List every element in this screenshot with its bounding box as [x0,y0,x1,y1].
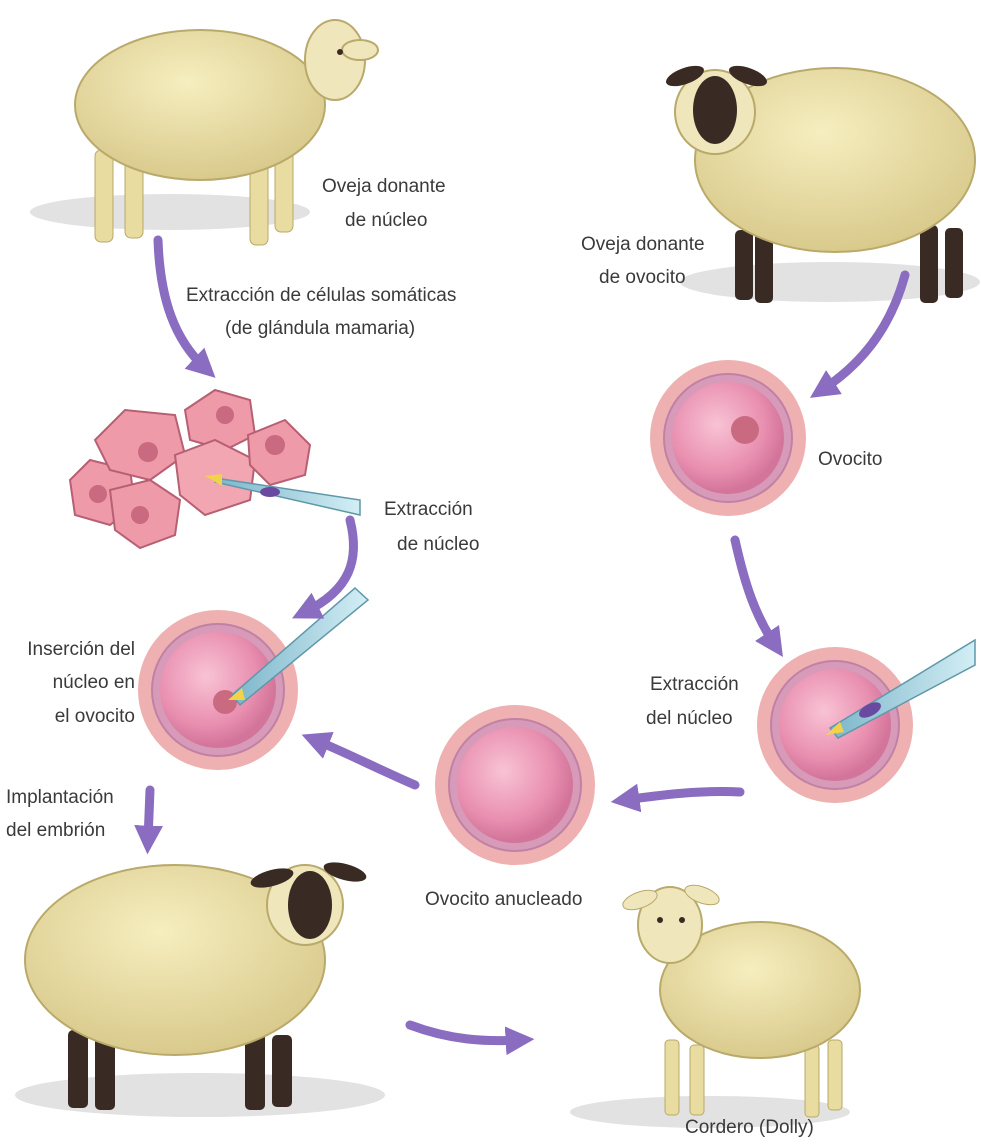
arrow-extraction-to-enucleated [625,792,740,800]
label-lamb: Cordero (Dolly) [685,1117,814,1138]
arrow-surrogate-to-lamb [410,1025,520,1041]
oocyte-donor-cell [650,360,806,516]
arrow-enucleated-to-insertion [315,740,415,785]
lamb-dolly [570,881,860,1128]
oocyte-extraction [757,640,975,803]
label-insertion-line2: núcleo en [53,672,135,693]
label-insertion-line3: el ovocito [55,706,135,727]
arrow-oocyte-to-extraction [735,540,775,645]
label-implantation-line1: Implantación [6,787,114,808]
label-implantation-line2: del embrión [6,820,105,841]
label-donor-nucleus-line2: de núcleo [345,210,427,231]
oocyte-insertion [138,588,368,770]
label-enucleated-oocyte: Ovocito anucleado [425,889,582,910]
label-oocyte: Ovocito [818,449,882,470]
label-extraction-somatic-line1: Extracción de células somáticas [186,285,456,306]
label-donor-nucleus-line1: Oveja donante [322,176,446,197]
enucleated-oocyte [435,705,595,865]
label-nucleus-extraction-cells-line1: Extracción [384,499,473,520]
surrogate-sheep [15,859,385,1117]
donor-oocyte-sheep [663,62,980,303]
label-nucleus-extraction-cells-line2: de núcleo [397,534,479,555]
arrow-insertion-to-surrogate [148,790,150,840]
label-donor-oocyte-line2: de ovocito [599,267,686,288]
label-donor-oocyte-line1: Oveja donante [581,234,705,255]
donor-nucleus-sheep [30,20,378,245]
label-extraction-somatic-line2: (de glándula mamaria) [225,318,415,339]
somatic-cells [70,390,310,548]
label-nucleus-extraction-oocyte-line1: Extracción [650,674,739,695]
label-insertion-line1: Inserción del [27,639,135,660]
label-nucleus-extraction-oocyte-line2: del núcleo [646,708,733,729]
